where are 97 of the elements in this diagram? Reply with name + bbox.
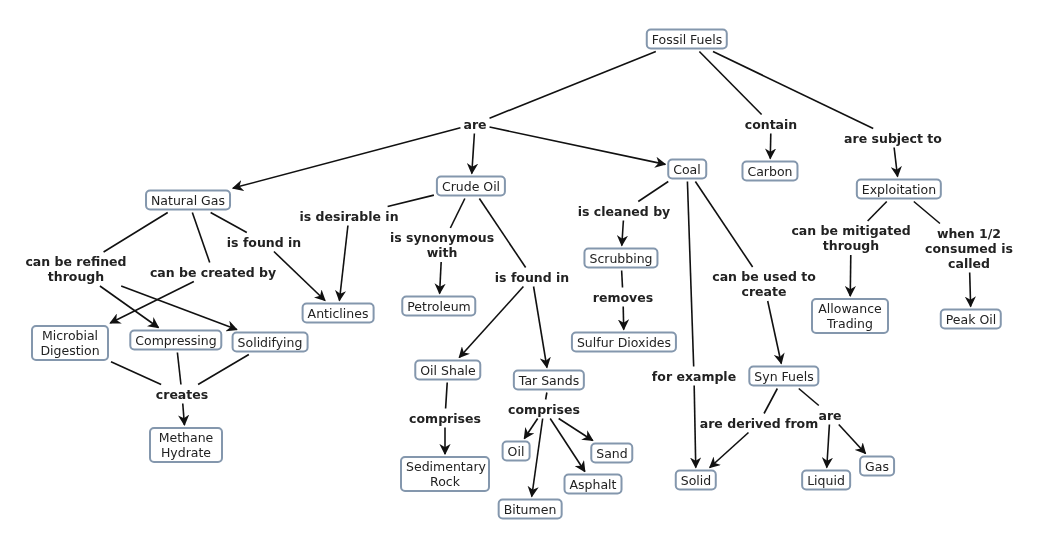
- connector-line: [434, 261, 446, 295]
- connector-line: [837, 423, 867, 455]
- concept-box: Exploitation: [855, 178, 943, 200]
- connector-line: [458, 285, 525, 359]
- linking-phrase: comprises: [507, 401, 581, 417]
- concept-box: Bitumen: [497, 498, 563, 520]
- connector-line: [913, 200, 941, 225]
- connector-line: [102, 211, 169, 253]
- concept-box: Natural Gas: [145, 189, 231, 211]
- connector-line: [866, 200, 888, 222]
- linking-phrase: is found in: [225, 234, 303, 250]
- connector-line: [231, 127, 462, 191]
- connector-line: [617, 305, 630, 331]
- concept-box: Petroleum: [401, 295, 477, 317]
- linking-phrase: are subject to: [843, 130, 943, 146]
- connector-line: [273, 250, 326, 302]
- concept-box: Oil: [501, 440, 531, 462]
- connector-line: [386, 194, 435, 208]
- connector-line: [449, 197, 466, 229]
- concept-box: Syn Fuels: [748, 365, 820, 387]
- connector-line: [178, 402, 190, 427]
- connector-line: [890, 146, 902, 178]
- connector-line: [110, 360, 162, 386]
- concept-box: Coal: [667, 158, 707, 180]
- linking-phrase: can be mitigated through: [788, 223, 914, 253]
- linking-phrase: can be refined through: [16, 254, 136, 284]
- linking-phrase: can be created by: [148, 264, 278, 280]
- concept-box: Asphalt: [563, 473, 623, 495]
- connector-line: [694, 180, 754, 268]
- concept-box: Sand: [590, 442, 634, 464]
- connector-line: [766, 300, 785, 365]
- concept-box: Allowance Trading: [811, 298, 889, 334]
- connector-line: [478, 197, 527, 269]
- linking-phrase: is cleaned by: [576, 203, 672, 219]
- concept-box: Anticlines: [301, 302, 375, 324]
- connector-line: [523, 417, 539, 440]
- concept-box: Solidifying: [231, 331, 309, 353]
- linking-phrase: removes: [591, 289, 655, 305]
- linking-phrase: is found in: [493, 269, 571, 285]
- connector-line: [209, 211, 248, 234]
- connector-line: [557, 417, 594, 442]
- connector-line: [439, 426, 451, 456]
- concept-box: Tar Sands: [512, 369, 586, 391]
- connector-line: [709, 431, 750, 469]
- concept-box: Sedimentary Rock: [400, 456, 490, 492]
- connector-line: [488, 126, 667, 168]
- connector-line: [176, 351, 182, 386]
- concept-box: Oil Shale: [414, 359, 482, 381]
- concept-box: Microbial Digestion: [31, 325, 109, 361]
- connector-line: [797, 387, 820, 407]
- concept-box: Fossil Fuels: [645, 28, 729, 50]
- connector-line: [686, 180, 695, 368]
- connector-line: [637, 180, 670, 203]
- concept-box: Scrubbing: [583, 247, 659, 269]
- concept-box: Peak Oil: [939, 308, 1003, 330]
- connector-line: [544, 391, 548, 401]
- linking-phrase: are derived from: [698, 415, 820, 431]
- linking-phrase: comprises: [408, 410, 482, 426]
- connector-line: [120, 285, 238, 332]
- connector-line: [109, 280, 195, 324]
- connector-line: [712, 50, 875, 130]
- connector-line: [764, 132, 777, 160]
- connector-line: [616, 219, 629, 247]
- linking-phrase: is synonymous with: [387, 230, 497, 260]
- connector-line: [964, 271, 976, 308]
- concept-box: Methane Hydrate: [149, 427, 223, 463]
- connector-line: [763, 387, 779, 415]
- linking-phrase: can be used to create: [709, 269, 819, 299]
- concept-box: Solid: [674, 469, 718, 491]
- connector-line: [689, 384, 702, 469]
- connector-line: [821, 423, 833, 469]
- linking-phrase: is desirable in: [298, 208, 400, 224]
- connector-line: [488, 50, 657, 119]
- linking-phrase: are: [462, 116, 488, 132]
- connector-line: [444, 381, 449, 410]
- linking-phrase: creates: [154, 386, 210, 402]
- concept-box: Gas: [859, 455, 895, 477]
- connector-line: [620, 269, 624, 289]
- linking-phrase: for example: [650, 368, 738, 384]
- connector-line: [549, 417, 586, 473]
- connector-line: [466, 132, 479, 175]
- connector-line: [532, 285, 551, 369]
- connector-line: [698, 50, 763, 116]
- connector-line: [335, 224, 349, 302]
- connector-line: [197, 353, 250, 386]
- linking-phrase: contain: [743, 116, 799, 132]
- connector-line: [527, 417, 544, 498]
- connector-line: [191, 211, 211, 264]
- concept-box: Sulfur Dioxides: [570, 331, 678, 353]
- connector-line: [844, 254, 856, 298]
- concept-box: Crude Oil: [435, 175, 507, 197]
- concept-box: Liquid: [801, 469, 851, 491]
- linking-phrase: are: [817, 407, 843, 423]
- concept-box: Compressing: [129, 329, 223, 351]
- concept-box: Carbon: [741, 160, 799, 182]
- linking-phrase: when 1/2 consumed is called: [914, 225, 1024, 271]
- connector-line: [99, 285, 160, 329]
